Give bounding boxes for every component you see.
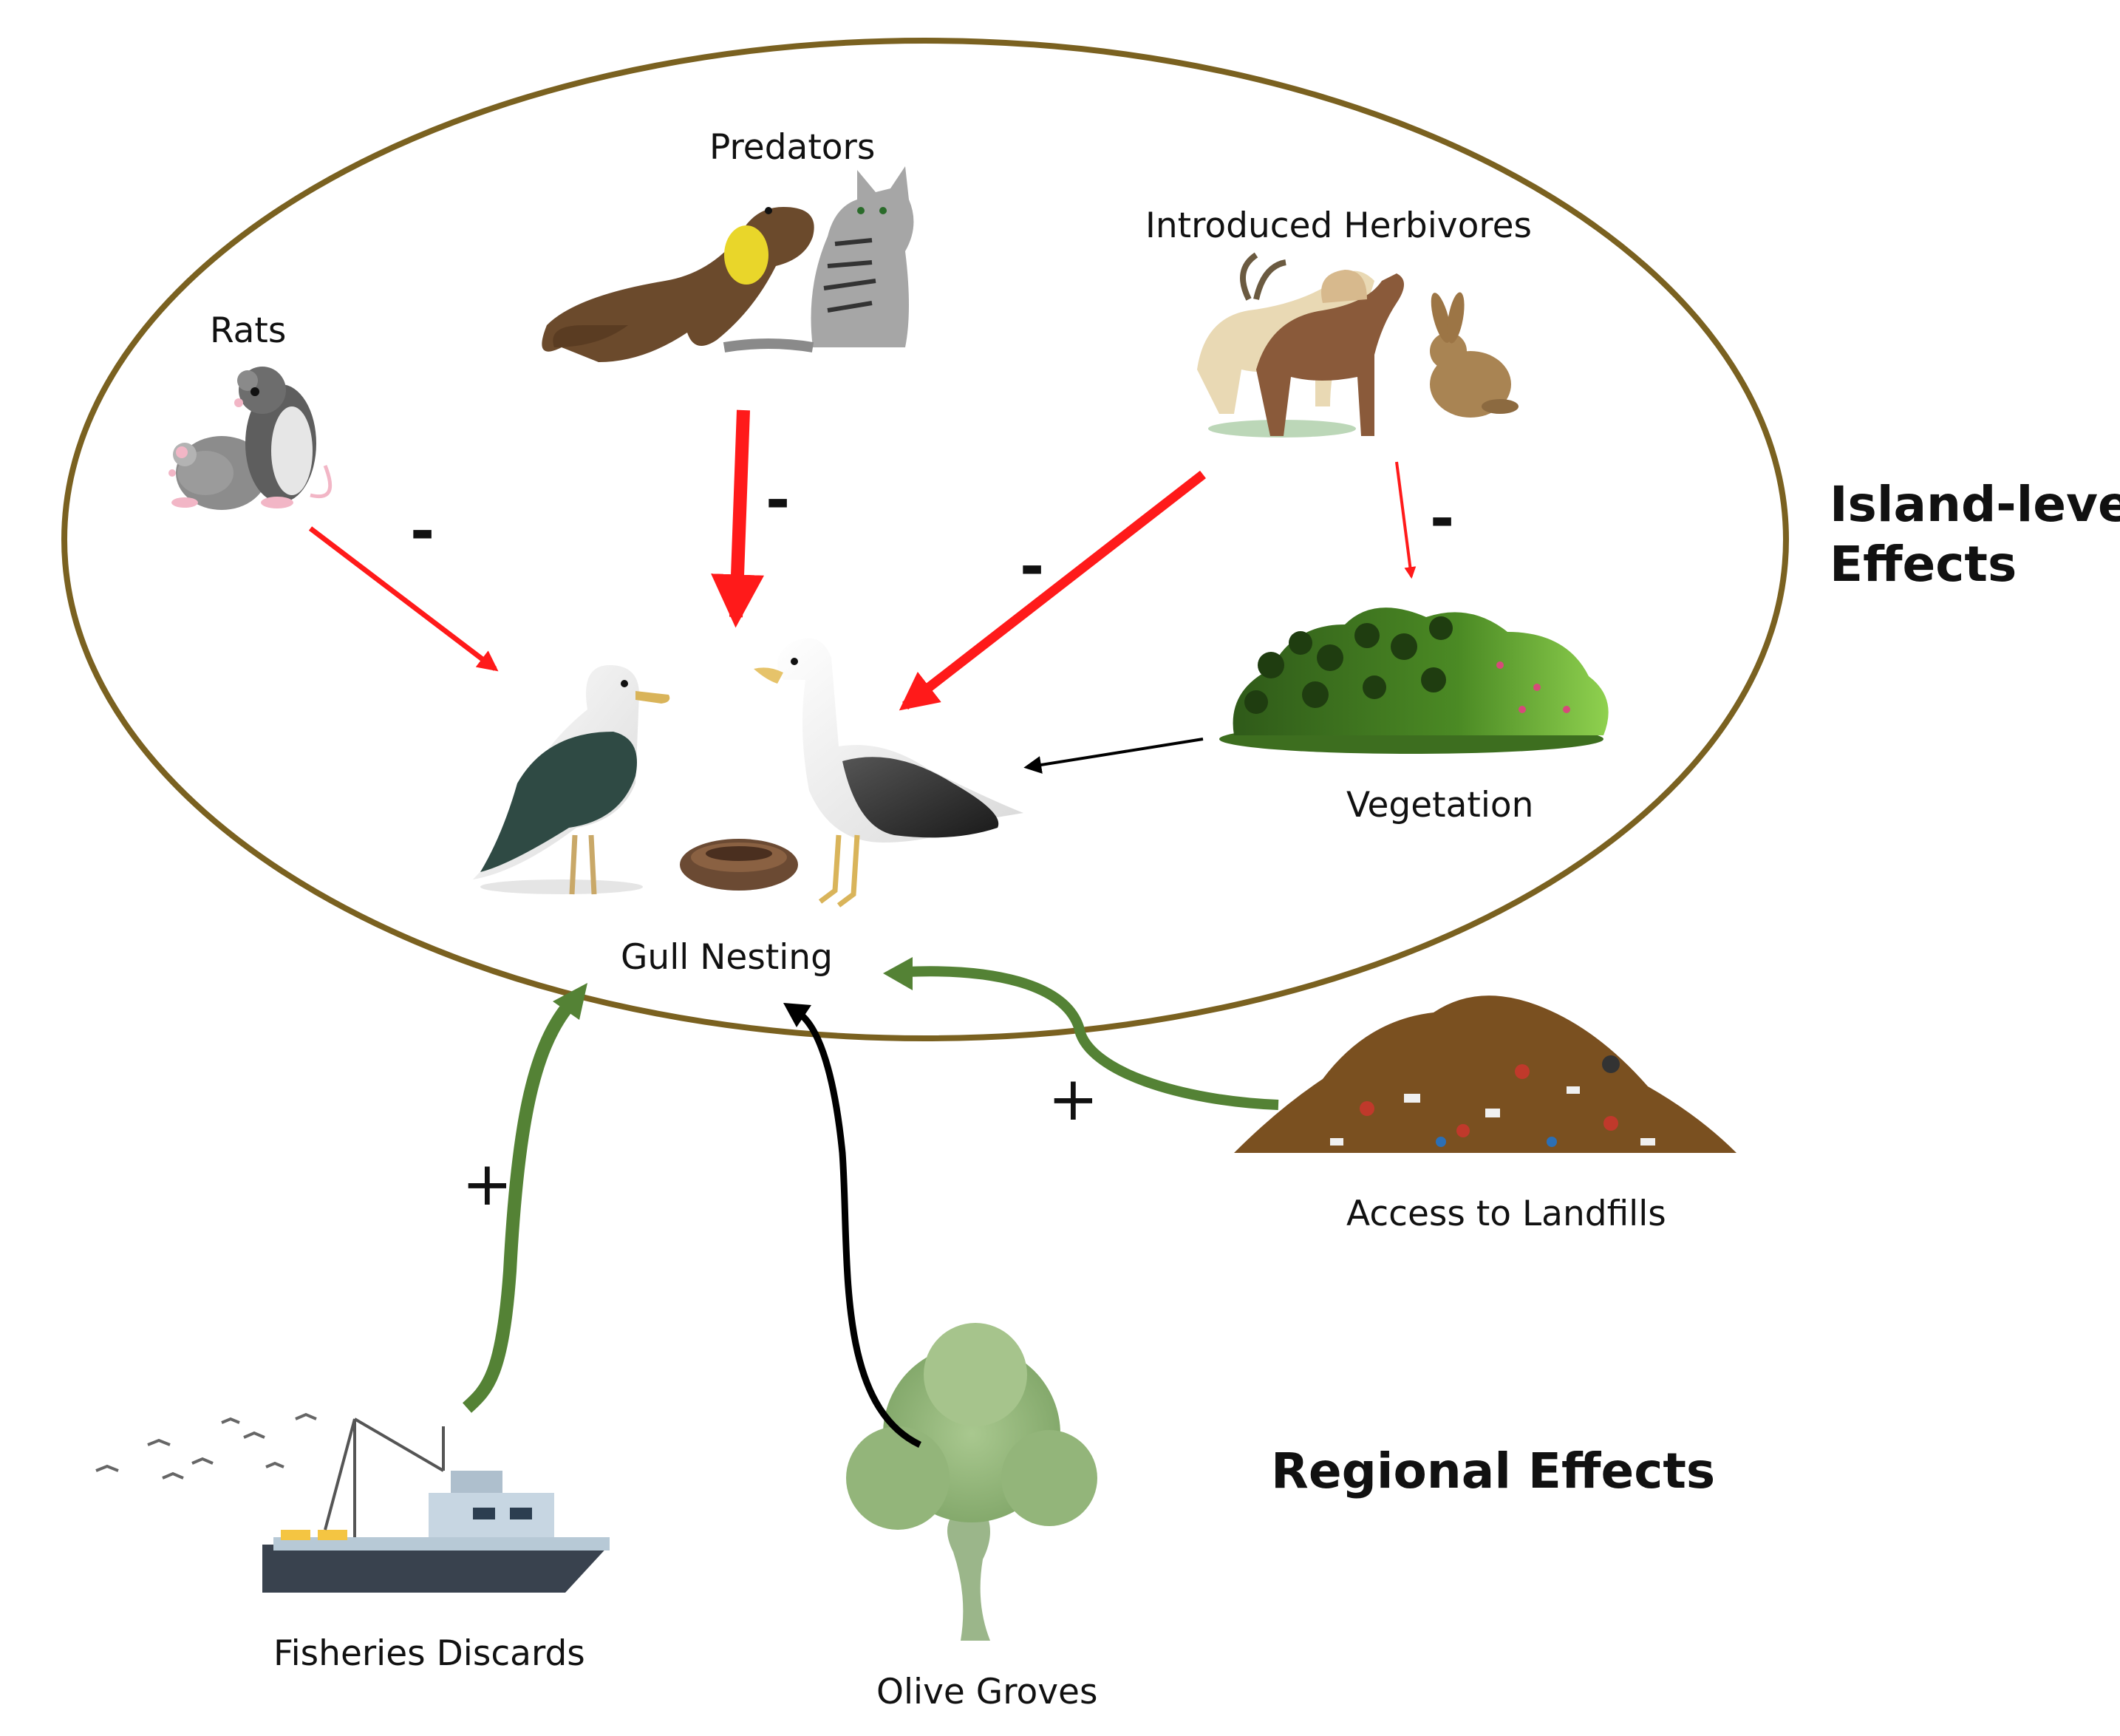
label-vegetation: Vegetation (1346, 785, 1534, 826)
arrow-herbivores-to-vegetation (1395, 461, 1417, 579)
island-label-line-2: Effects (1830, 536, 2017, 593)
label-access-to-landfills: Access to Landfills (1346, 1194, 1666, 1234)
sign-herbivores-gulls: - (1020, 532, 1045, 601)
sign-rats-gulls: - (410, 497, 435, 565)
arrow-vegetation-to-gulls (1023, 738, 1204, 774)
sign-predators-gulls: - (766, 466, 791, 534)
olive-tree-icon (846, 1323, 1097, 1641)
arrow-fisheries-to-gulls (463, 983, 587, 1413)
label-island-level-effects: Island-level Effects (1830, 474, 2120, 594)
arrow-landfills-to-gulls (883, 957, 1279, 1110)
island-ellipse (61, 38, 1789, 1041)
sign-herbivores-vegetation: - (1430, 484, 1455, 553)
arrow-herbivores-to-gulls (899, 470, 1206, 711)
label-olive-groves: Olive Groves (876, 1672, 1098, 1712)
label-rats: Rats (210, 310, 287, 351)
marten-cat-icon (542, 166, 914, 362)
label-gull-nesting: Gull Nesting (621, 937, 833, 978)
island-label-line-1: Island-level (1830, 476, 2120, 533)
sign-fisheries-gulls: + (462, 1149, 513, 1219)
label-introduced-herbivores: Introduced Herbivores (1145, 205, 1533, 246)
arrow-olives-to-gulls (783, 1003, 921, 1449)
sign-landfills-gulls: + (1048, 1064, 1099, 1134)
rat-icon (168, 367, 333, 510)
label-predators: Predators (709, 127, 876, 168)
shrub-icon (1219, 607, 1609, 754)
goat-rabbit-icon (1197, 252, 1519, 438)
fishing-boat-icon (95, 1412, 610, 1593)
gulls-nest-icon (473, 638, 1023, 908)
arrow-predators-to-gulls (711, 409, 765, 628)
arrow-rats-to-gulls (308, 526, 499, 672)
label-fisheries-discards: Fisheries Discards (273, 1633, 585, 1674)
label-regional-effects: Regional Effects (1271, 1443, 1716, 1500)
landfill-icon (1234, 995, 1736, 1153)
